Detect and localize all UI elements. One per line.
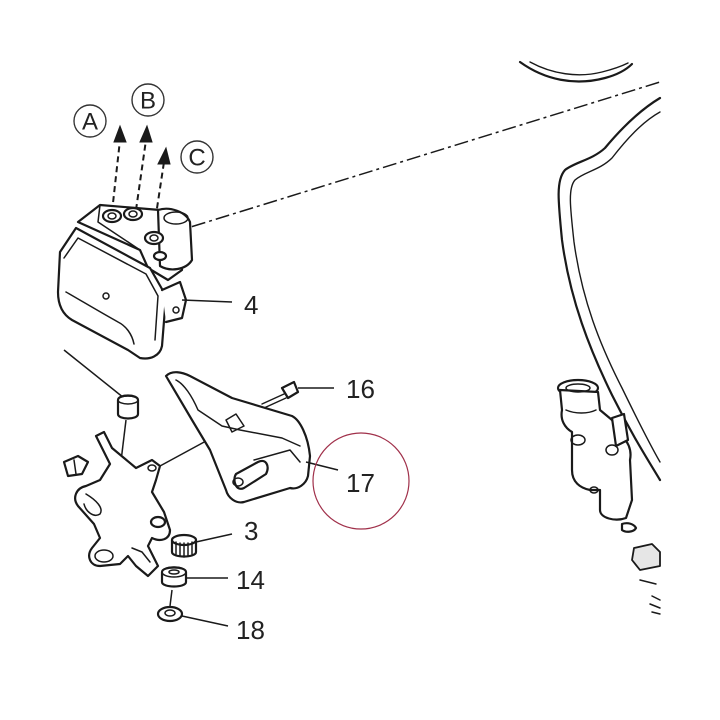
port-label-a: A [73, 104, 107, 138]
axis-14-18 [169, 589, 173, 607]
callout-16: 16 [346, 374, 375, 404]
washer-18 [156, 605, 184, 623]
leader-3 [195, 533, 233, 543]
leader-grommet [63, 349, 125, 399]
callout-4: 4 [244, 290, 258, 320]
port-c-letter: C [188, 145, 205, 172]
clip-left [62, 454, 90, 478]
highlight-circle [312, 432, 410, 530]
mounting-bracket [74, 430, 172, 578]
leader-18 [181, 615, 229, 627]
callout-17: 17 [346, 468, 375, 498]
rubber-grommet [116, 394, 140, 420]
abs-unit [56, 203, 194, 360]
port-label-c: C [180, 140, 214, 174]
leader-4 [181, 299, 233, 303]
callout-3: 3 [244, 516, 258, 546]
frame-outline [518, 60, 662, 482]
port-label-b: B [131, 83, 165, 117]
nut-3 [170, 533, 198, 558]
port-arrows [111, 124, 171, 229]
port-a-letter: A [82, 109, 98, 136]
cover-17 [164, 371, 312, 504]
callout-18: 18 [236, 615, 265, 645]
master-cylinder [556, 378, 661, 615]
spacer-14 [160, 566, 188, 588]
bolt-16 [261, 380, 300, 409]
reference-line [167, 81, 661, 235]
port-b-letter: B [140, 88, 156, 115]
leader-17 [305, 461, 339, 471]
callout-14: 14 [236, 565, 265, 595]
